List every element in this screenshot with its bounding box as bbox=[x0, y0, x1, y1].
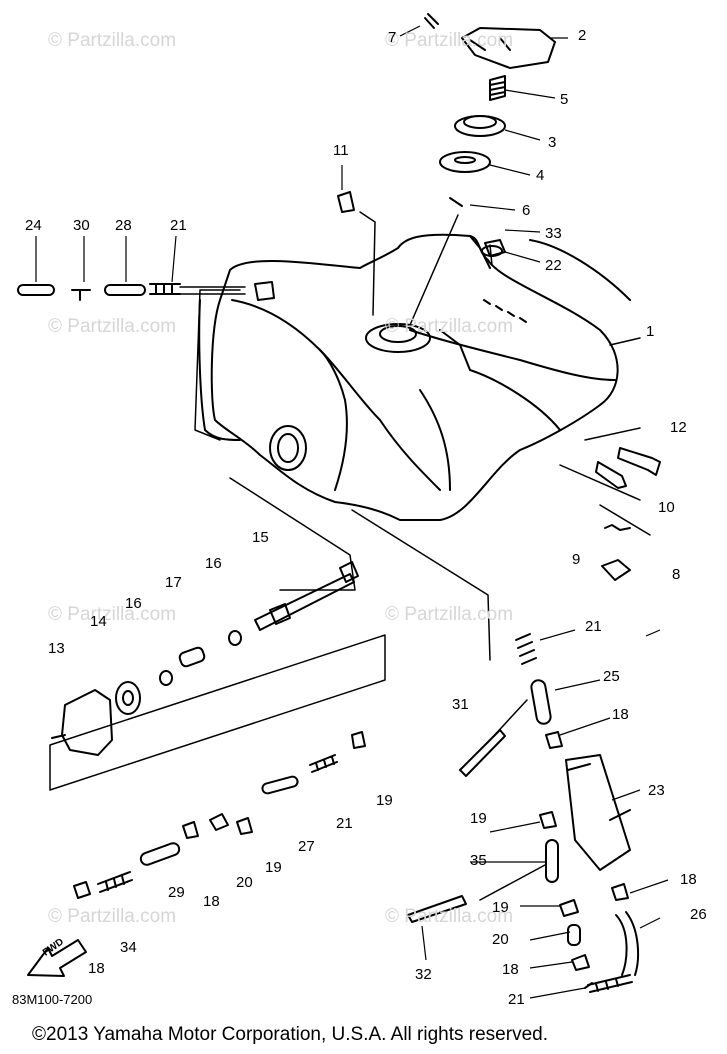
callout-label: 6 bbox=[522, 202, 531, 219]
watermark: © Partzilla.com bbox=[48, 604, 177, 625]
callout-label: 19 bbox=[265, 859, 282, 876]
callout-label: 2 bbox=[578, 27, 587, 44]
callout-label: 5 bbox=[560, 91, 569, 108]
fuel-pump-assembly bbox=[407, 633, 639, 993]
callout-label: 27 bbox=[298, 838, 315, 855]
callout-label: 18 bbox=[680, 871, 697, 888]
watermark: © Partzilla.com bbox=[385, 30, 514, 51]
callout-label: 28 bbox=[115, 217, 132, 234]
callout-label: 18 bbox=[612, 706, 629, 723]
watermark: © Partzilla.com bbox=[385, 316, 514, 337]
callout-label: 21 bbox=[585, 618, 602, 635]
watermark: © Partzilla.com bbox=[48, 906, 177, 927]
label-leaders bbox=[35, 25, 669, 999]
callout-label: 16 bbox=[205, 555, 222, 572]
watermark: © Partzilla.com bbox=[385, 906, 514, 927]
fwd-arrow bbox=[27, 939, 87, 977]
callout-label: 21 bbox=[170, 217, 187, 234]
callout-label: 21 bbox=[336, 815, 353, 832]
callout-label: 19 bbox=[376, 792, 393, 809]
copyright-notice: ©2013 Yamaha Motor Corporation, U.S.A. A… bbox=[32, 1024, 548, 1045]
callout-label: 8 bbox=[672, 566, 681, 583]
mounting-bolts bbox=[595, 447, 661, 581]
callout-label: 11 bbox=[333, 142, 349, 159]
callout-label: 18 bbox=[203, 893, 220, 910]
callout-label: 25 bbox=[603, 668, 620, 685]
callout-label: 14 bbox=[90, 613, 107, 630]
watermark: © Partzilla.com bbox=[48, 30, 177, 51]
callout-label: 24 bbox=[25, 217, 42, 234]
callout-label: 4 bbox=[536, 167, 545, 184]
callout-label: 21 bbox=[508, 991, 525, 1008]
callout-label: 20 bbox=[492, 931, 509, 948]
callout-label: 9 bbox=[572, 551, 581, 568]
callout-label: 34 bbox=[120, 939, 137, 956]
vent-hoses bbox=[17, 281, 275, 301]
callout-label: 29 bbox=[168, 884, 185, 901]
callout-label: 3 bbox=[548, 134, 557, 151]
fuel-tank bbox=[198, 233, 631, 521]
callout-label: 19 bbox=[492, 899, 509, 916]
callout-label: 19 bbox=[470, 810, 487, 827]
callout-label: 7 bbox=[388, 29, 397, 46]
callout-label: 26 bbox=[690, 906, 707, 923]
callout-label: 33 bbox=[545, 225, 562, 242]
callout-label: 30 bbox=[73, 217, 90, 234]
callout-label: 12 bbox=[670, 419, 687, 436]
callout-label: 16 bbox=[125, 595, 142, 612]
lower-hoses bbox=[73, 731, 366, 899]
callout-label: 17 bbox=[165, 574, 182, 591]
callout-label: 10 bbox=[658, 499, 675, 516]
callout-label: 1 bbox=[646, 323, 655, 340]
callout-label: 35 bbox=[470, 852, 487, 869]
diagram-part-number: 83M100-7200 bbox=[12, 992, 93, 1007]
callout-label: 13 bbox=[48, 640, 65, 657]
filler-cap-assembly bbox=[337, 13, 556, 257]
callout-label: 15 bbox=[252, 529, 269, 546]
callout-label: 18 bbox=[502, 961, 519, 978]
callout-label: 31 bbox=[452, 696, 469, 713]
callout-label: 23 bbox=[648, 782, 665, 799]
watermark: © Partzilla.com bbox=[385, 604, 514, 625]
callout-label: 22 bbox=[545, 257, 562, 274]
watermark: © Partzilla.com bbox=[48, 316, 177, 337]
callout-label: 18 bbox=[88, 960, 105, 977]
callout-label: 32 bbox=[415, 966, 432, 983]
callout-label: 20 bbox=[236, 874, 253, 891]
fuel-cock-assembly bbox=[51, 561, 359, 756]
